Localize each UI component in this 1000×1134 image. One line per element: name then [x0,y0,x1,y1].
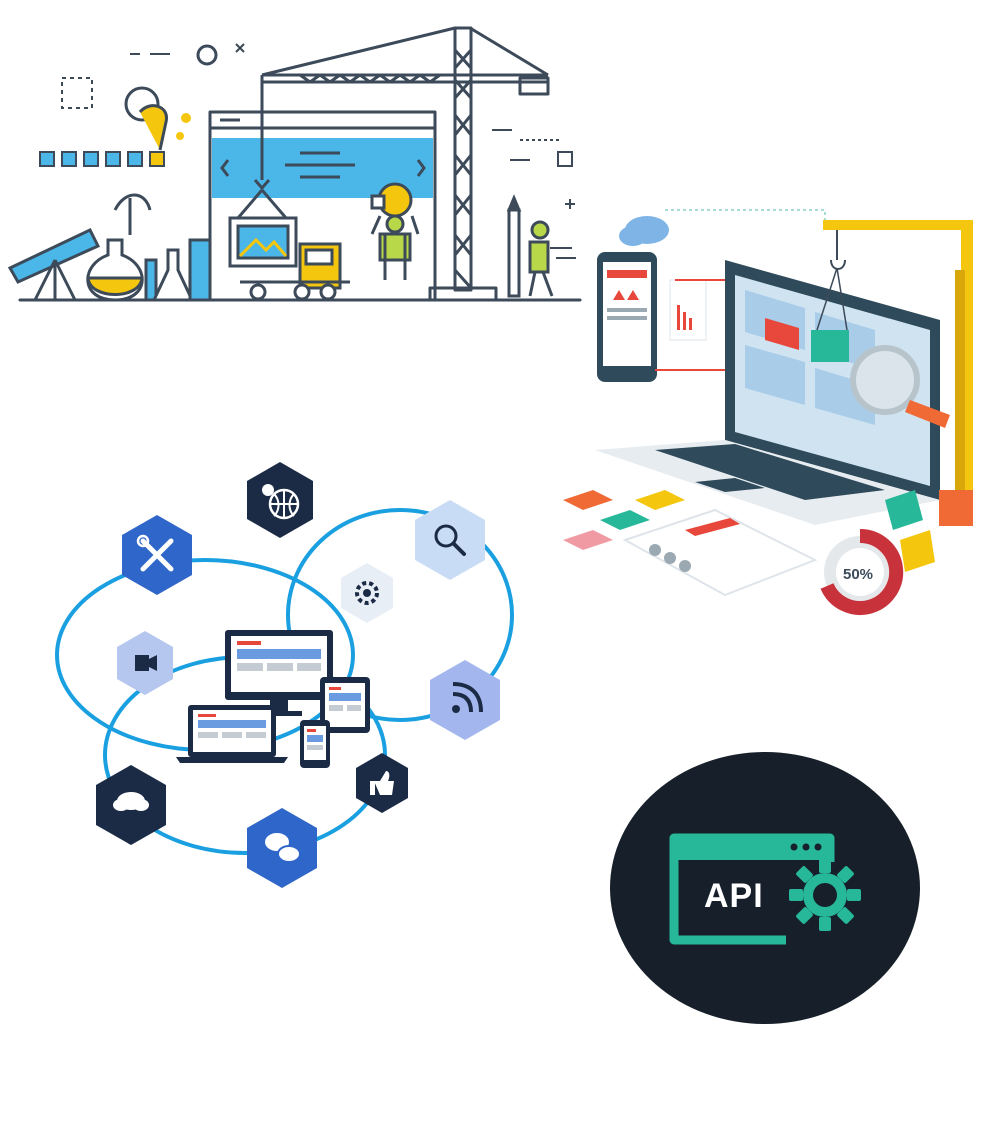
construction-web-illustration [7,26,582,302]
telescope-icon [7,228,101,301]
monitor-icon [225,630,333,716]
cloud-icon [619,216,669,246]
laptop-seo-illustration: 50% [563,209,973,615]
video-icon [117,631,173,695]
tablet-icon [320,677,370,733]
rss-icon [430,660,500,740]
thumbs-up-icon [356,753,408,813]
truck-icon [240,242,350,301]
gear-icon [789,859,861,931]
tools-icon [122,515,192,595]
responsive-network-illustration [55,462,514,888]
api-label: API [704,877,764,915]
phone-icon [300,720,330,768]
lightbulb-icon [370,182,420,280]
flask-icon [86,193,212,302]
search-icon [415,500,485,580]
api-badge: API [610,752,920,1024]
globe-icon [247,462,313,538]
percentage-badge-text: 50% [843,566,873,583]
pencil-icon [506,194,554,298]
chat-icon [247,808,317,888]
laptop-icon [176,705,288,763]
phone-icon [597,252,657,382]
cloud-icon [96,765,166,845]
crane-icon [253,26,550,302]
search-icon [850,345,950,428]
gear-icon [341,563,393,623]
